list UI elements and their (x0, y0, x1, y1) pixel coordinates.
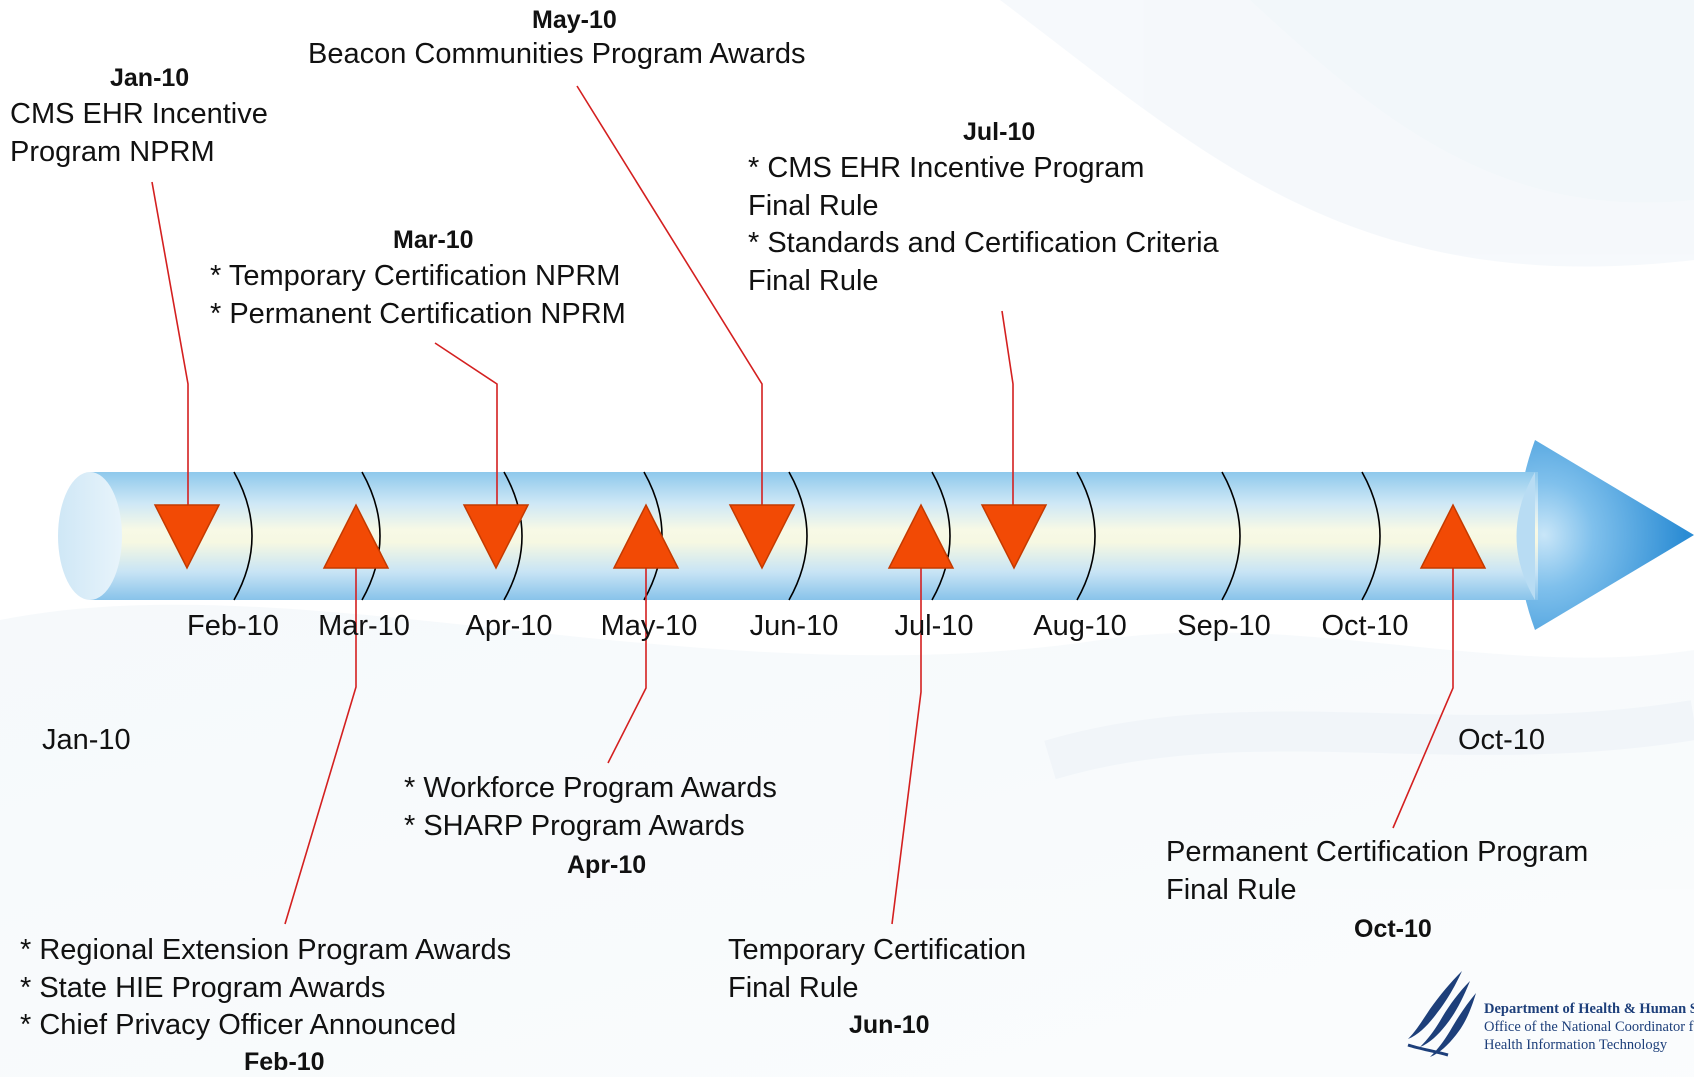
milestone-line: Final Rule (1166, 873, 1297, 906)
logo-line: Office of the National Coordinator for (1484, 1019, 1694, 1035)
leader-line (1392, 565, 1454, 829)
milestone-description: * Regional Extension Program Awards * St… (20, 932, 511, 1045)
milestone-line: Final Rule (748, 264, 879, 297)
timeline-tube (90, 472, 1538, 600)
tick-label: Jun-10 (749, 610, 839, 642)
tick-label: Feb-10 (187, 610, 279, 642)
milestone-marker-up (1419, 503, 1487, 569)
segment-divider (503, 471, 523, 601)
leader-line (151, 181, 189, 505)
milestone-description: CMS EHR Incentive Program NPRM (10, 96, 268, 171)
hhs-logo: Department of Health & Human Services Of… (1400, 965, 1694, 1065)
milestone-line: Permanent Certification Program (1166, 836, 1589, 868)
tick-label: Sep-10 (1177, 610, 1271, 642)
segment-divider (1221, 471, 1241, 601)
milestone-date: Mar-10 (393, 226, 474, 254)
tick-label: Jul-10 (894, 610, 974, 642)
milestone-marker-up (322, 503, 390, 569)
milestone-date: Apr-10 (567, 851, 647, 879)
arrow-collar (1516, 472, 1535, 600)
timeline-end-label: Oct-10 (1458, 724, 1546, 756)
milestone-line: Beacon Communities Program Awards (308, 38, 806, 70)
segment-divider (233, 471, 253, 601)
leader-line (576, 85, 763, 505)
milestone-line: * Standards and Certification Criteria (748, 227, 1219, 259)
milestone-description: Beacon Communities Program Awards (308, 36, 806, 74)
milestone-date: Oct-10 (1354, 915, 1432, 943)
milestone-line: * Temporary Certification NPRM (210, 260, 621, 292)
tube-left-cap (58, 472, 122, 600)
milestone-date: Jul-10 (963, 118, 1036, 146)
tick-label: May-10 (600, 610, 698, 642)
milestone-line: Final Rule (748, 189, 879, 222)
tick-label: Apr-10 (465, 610, 553, 642)
milestone-line: * CMS EHR Incentive Program (748, 152, 1145, 184)
timeline-start-label: Jan-10 (42, 724, 131, 756)
milestone-description: * Workforce Program Awards * SHARP Progr… (404, 770, 777, 845)
arrow-head (1517, 440, 1694, 630)
milestone-marker-up (612, 503, 680, 569)
milestone-line: Program NPRM (10, 135, 215, 168)
logo-line: Department of Health & Human Services (1484, 1001, 1694, 1017)
leader-line (284, 565, 357, 925)
segment-divider (788, 471, 808, 601)
milestone-date: Jun-10 (849, 1011, 930, 1039)
segment-divider (1076, 471, 1096, 601)
milestone-line: * Workforce Program Awards (404, 772, 777, 804)
milestone-description: Temporary Certification Final Rule (728, 932, 1026, 1007)
leader-line (891, 565, 922, 925)
leader-line (1001, 310, 1014, 505)
tick-label: Aug-10 (1033, 610, 1127, 642)
milestone-date: Feb-10 (244, 1048, 325, 1076)
milestone-line: * Regional Extension Program Awards (20, 934, 512, 966)
tick-label: Mar-10 (318, 610, 410, 642)
segment-divider (361, 471, 381, 601)
milestone-line: Final Rule (728, 971, 859, 1004)
milestone-description: Permanent Certification Program Final Ru… (1166, 834, 1588, 909)
tick-label: Oct-10 (1321, 610, 1409, 642)
milestone-marker-up (887, 503, 955, 569)
leader-line (607, 565, 647, 764)
milestone-marker-down (980, 504, 1048, 570)
milestone-line: * SHARP Program Awards (404, 809, 745, 842)
milestone-marker-down (153, 504, 221, 570)
leader-line (434, 342, 498, 505)
milestone-marker-down (462, 504, 530, 570)
milestone-line: CMS EHR Incentive (10, 98, 268, 130)
milestone-date: Jan-10 (110, 64, 190, 92)
milestone-line: * Chief Privacy Officer Announced (20, 1009, 457, 1041)
milestone-line: * Permanent Certification NPRM (210, 297, 626, 330)
milestone-line: * State HIE Program Awards (20, 971, 386, 1004)
hhs-eagle-icon (1407, 971, 1476, 1057)
milestone-description: * CMS EHR Incentive Program Final Rule *… (748, 150, 1219, 300)
segment-divider (931, 471, 951, 601)
segment-divider (1361, 471, 1381, 601)
milestone-line: Temporary Certification (728, 934, 1027, 966)
milestone-date: May-10 (532, 6, 617, 34)
milestone-marker-down (728, 504, 796, 570)
logo-line: Health Information Technology (1484, 1037, 1668, 1053)
milestone-description: * Temporary Certification NPRM * Permane… (210, 258, 626, 333)
